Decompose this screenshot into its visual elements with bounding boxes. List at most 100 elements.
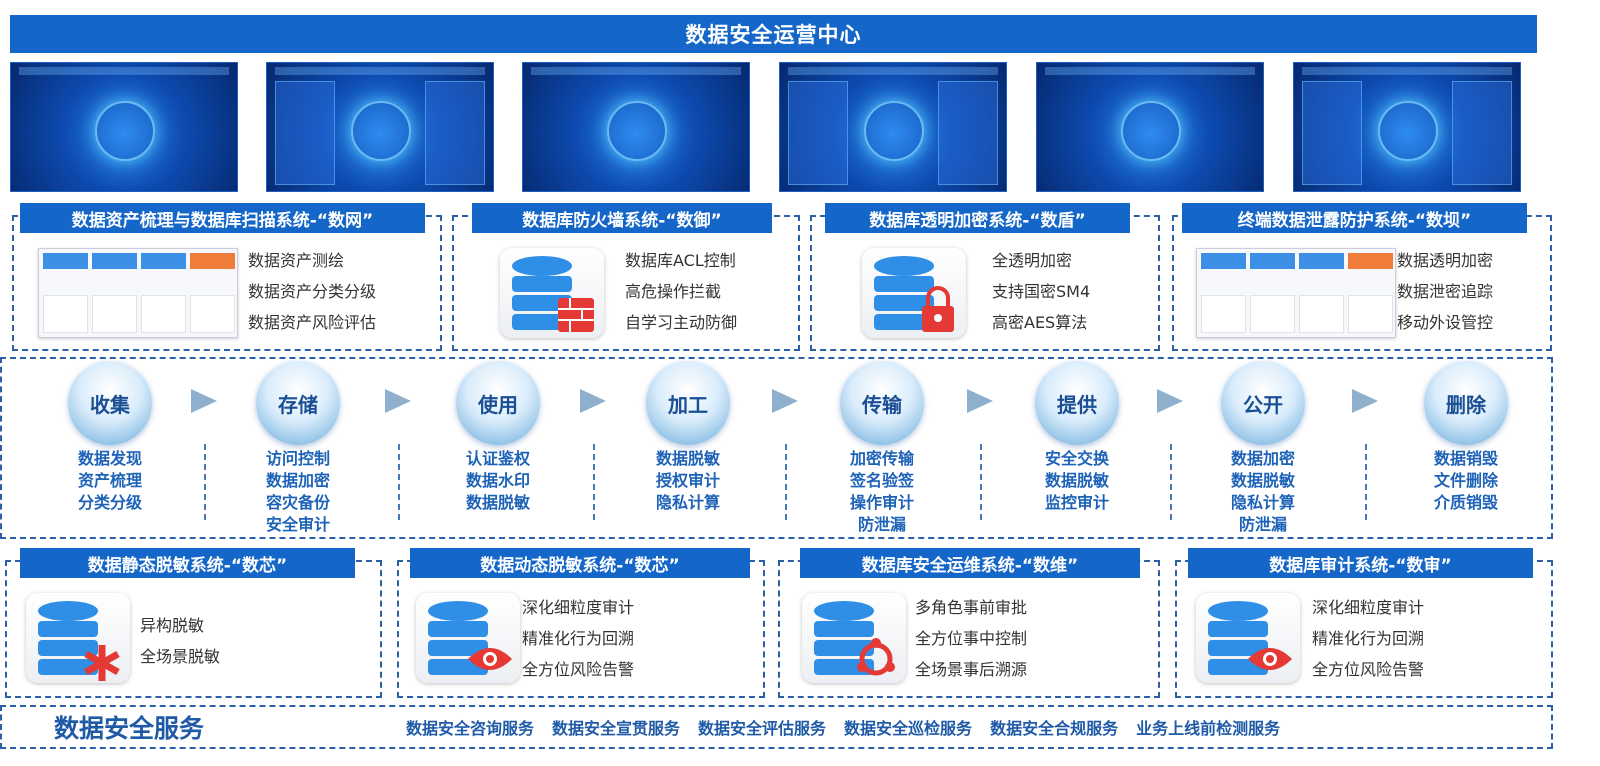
dashboard-thumbnail	[266, 62, 494, 192]
stage-item: 文件删除	[1433, 471, 1498, 490]
lifecycle-stage-bubble: 收集	[68, 361, 152, 445]
stage-item: 数据发现	[77, 449, 142, 468]
stage-item: 授权审计	[655, 471, 720, 490]
chart-card	[1250, 295, 1295, 333]
summary-card	[1250, 253, 1295, 269]
thumbnail-header	[1045, 67, 1255, 75]
stage-item: 签名验签	[849, 471, 914, 490]
product-title: 数据库防火墙系统-“数御”	[472, 203, 772, 233]
chart-panel	[275, 81, 335, 185]
stage-item: 数据脱敏	[465, 493, 530, 512]
service-item: 业务上线前检测服务	[1136, 719, 1281, 738]
lifecycle-stage-items: 数据脱敏授权审计隐私计算	[618, 448, 758, 514]
stage-item: 监控审计	[1044, 493, 1109, 512]
service-item: 数据安全宣贯服务	[552, 719, 681, 738]
app-screenshot	[38, 248, 238, 338]
feature-text: 多角色事前审批	[915, 598, 1028, 617]
arrow-right-icon	[580, 389, 606, 413]
lifecycle-stage-bubble: 存储	[256, 361, 340, 445]
arrow-right-icon	[1351, 389, 1378, 413]
summary-card	[1348, 253, 1393, 269]
chart-card	[1201, 295, 1246, 333]
chart-card	[43, 295, 88, 333]
lifecycle-stage-items: 认证鉴权数据水印数据脱敏	[428, 448, 568, 514]
product-title: 数据资产梳理与数据库扫描系统-“数网”	[20, 203, 425, 233]
stage-item: 隐私计算	[655, 493, 720, 512]
chart-card	[190, 295, 235, 333]
thumbnail-header	[275, 67, 485, 75]
arrow-right-icon	[966, 389, 993, 413]
page-title: 数据安全运营中心	[10, 15, 1537, 53]
feature-text: 支持国密SM4	[992, 282, 1091, 301]
feature-text: 数据资产风险评估	[248, 313, 377, 332]
thumbnail-header	[788, 67, 998, 75]
feature-text: 自学习主动防御	[625, 313, 738, 332]
summary-card	[92, 253, 137, 269]
stage-item: 认证鉴权	[465, 449, 530, 468]
feature-text: 精准化行为回溯	[522, 629, 635, 648]
product-title: 数据库透明加密系统-“数盾”	[825, 203, 1130, 233]
feature-text: 全场景脱敏	[140, 647, 221, 666]
arrow-right-icon	[772, 389, 798, 413]
feature-text: 全方位事中控制	[915, 629, 1028, 648]
dashboard-thumbnail	[1293, 62, 1521, 192]
stage-item: 安全交换	[1044, 449, 1109, 468]
service-item: 数据安全合规服务	[990, 719, 1119, 738]
lifecycle-stage-bubble: 提供	[1035, 361, 1119, 445]
feature-text: 数据库ACL控制	[625, 251, 736, 270]
feature-text: 高危操作拦截	[625, 282, 722, 301]
stage-item: 访问控制	[265, 449, 330, 468]
feature-text: 全透明加密	[992, 251, 1073, 270]
lifecycle-stage-items: 数据发现资产梳理分类分级	[40, 448, 180, 514]
stage-divider	[979, 444, 982, 520]
app-screenshot	[1196, 248, 1396, 338]
service-item: 数据安全巡检服务	[844, 719, 973, 738]
database-eye-icon	[1196, 593, 1300, 683]
product-title: 数据库审计系统-“数审”	[1188, 548, 1533, 578]
summary-card	[1201, 253, 1246, 269]
stage-item: 数据加密	[265, 471, 330, 490]
lifecycle-stage-bubble: 传输	[840, 361, 924, 445]
stage-item: 安全审计	[265, 515, 330, 534]
dashboard-thumbnail	[10, 62, 238, 192]
hologram-graphic	[1121, 101, 1181, 161]
stage-item: 加密传输	[849, 449, 914, 468]
database-lock-icon	[862, 248, 966, 338]
lifecycle-stage-bubble: 使用	[456, 361, 540, 445]
arrow-right-icon	[1157, 389, 1183, 413]
lifecycle-stage-items: 安全交换数据脱敏监控审计	[1007, 448, 1147, 514]
stage-item: 数据销毁	[1433, 449, 1498, 468]
stage-item: 防泄漏	[1238, 515, 1287, 534]
stage-item: 容灾备份	[265, 493, 330, 512]
stage-item: 数据脱敏	[1230, 471, 1295, 490]
chart-card	[141, 295, 186, 333]
hologram-graphic	[1378, 101, 1438, 161]
feature-text: 全方位风险告警	[522, 660, 635, 679]
hologram-graphic	[95, 101, 155, 161]
feature-text: 移动外设管控	[1397, 313, 1494, 332]
database-eye-icon	[416, 593, 520, 683]
chart-card	[1348, 295, 1393, 333]
chart-panel	[788, 81, 848, 185]
stage-divider	[204, 444, 206, 520]
stage-divider	[1170, 444, 1172, 520]
lifecycle-stage-bubble: 公开	[1221, 361, 1305, 445]
lifecycle-panel	[0, 357, 1553, 539]
feature-text: 数据资产测绘	[248, 251, 345, 270]
product-title: 终端数据泄露防护系统-“数坝”	[1182, 203, 1527, 233]
services-bar: 数据安全服务 数据安全咨询服务数据安全宣贯服务数据安全评估服务数据安全巡检服务数…	[0, 705, 1553, 749]
stage-item: 防泄漏	[857, 515, 906, 534]
stage-item: 资产梳理	[77, 471, 142, 490]
arrow-right-icon	[191, 389, 217, 413]
thumbnail-header	[531, 67, 741, 75]
chart-card	[92, 295, 137, 333]
chart-panel	[938, 81, 998, 185]
database-firewall-icon	[500, 248, 604, 338]
stage-item: 数据加密	[1230, 449, 1295, 468]
summary-card	[141, 253, 186, 269]
stage-item: 隐私计算	[1230, 493, 1295, 512]
chart-card	[1299, 295, 1344, 333]
database-asterisk-icon	[26, 593, 130, 683]
stage-divider	[785, 444, 787, 520]
stage-divider	[593, 444, 595, 520]
